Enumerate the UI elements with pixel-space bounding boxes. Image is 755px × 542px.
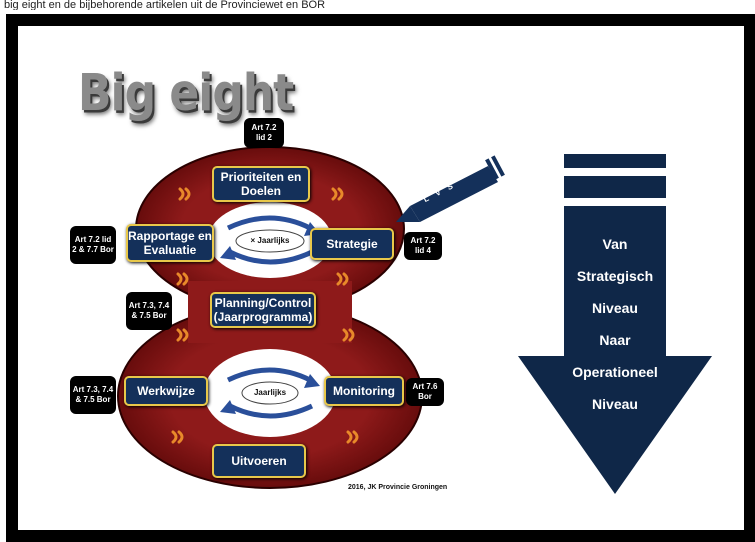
article-right-lower: Art 7.6 Bor <box>406 378 444 406</box>
box-planning-control: Planning/Control (Jaarprogramma) <box>210 292 316 328</box>
arrow-line-6: Niveau <box>592 396 638 412</box>
box-strategie: Strategie <box>310 228 394 260</box>
figure-eight <box>117 146 712 494</box>
box-rapportage-evaluatie: Rapportage en Evaluatie <box>126 224 214 262</box>
article-middle: Art 7.3, 7.4 & 7.5 Bor <box>126 292 172 330</box>
article-left-upper: Art 7.2 lid 2 & 7.7 Bor <box>70 226 116 264</box>
article-right-upper: Art 7.2 lid 4 <box>404 232 442 260</box>
flow-chevrons <box>171 187 359 444</box>
arrow-line-1: Van <box>602 236 628 252</box>
arrow-line-5: Operationeel <box>572 364 658 380</box>
upper-cycle-label: × Jaarlijks <box>250 236 290 245</box>
arrow-line-2: Strategisch <box>576 268 654 284</box>
slide: Big eight <box>6 14 755 542</box>
article-left-lower: Art 7.3, 7.4 & 7.5 Bor <box>70 376 116 414</box>
pen-graphic <box>396 155 505 222</box>
upper-cycle-arrows <box>226 215 314 265</box>
arrow-line-4: Naar <box>599 332 631 348</box>
arrow-line-3: Niveau <box>592 300 638 316</box>
box-monitoring: Monitoring <box>324 376 404 406</box>
article-top: Art 7.2 lid 2 <box>244 118 284 148</box>
box-uitvoeren: Uitvoeren <box>212 444 306 478</box>
level-arrow <box>518 154 712 494</box>
caption-strip: big eight en de bijbehorende artikelen u… <box>4 0 326 10</box>
copyright: 2016, JK Provincie Groningen <box>348 484 448 491</box>
box-werkwijze: Werkwijze <box>124 376 208 406</box>
slide-title: Big eight <box>78 64 294 123</box>
lower-cycle-arrows <box>226 367 314 419</box>
lower-cycle-label: Jaarlijks <box>253 388 287 397</box>
box-prioriteiten-doelen: Prioriteiten en Doelen <box>212 166 310 202</box>
